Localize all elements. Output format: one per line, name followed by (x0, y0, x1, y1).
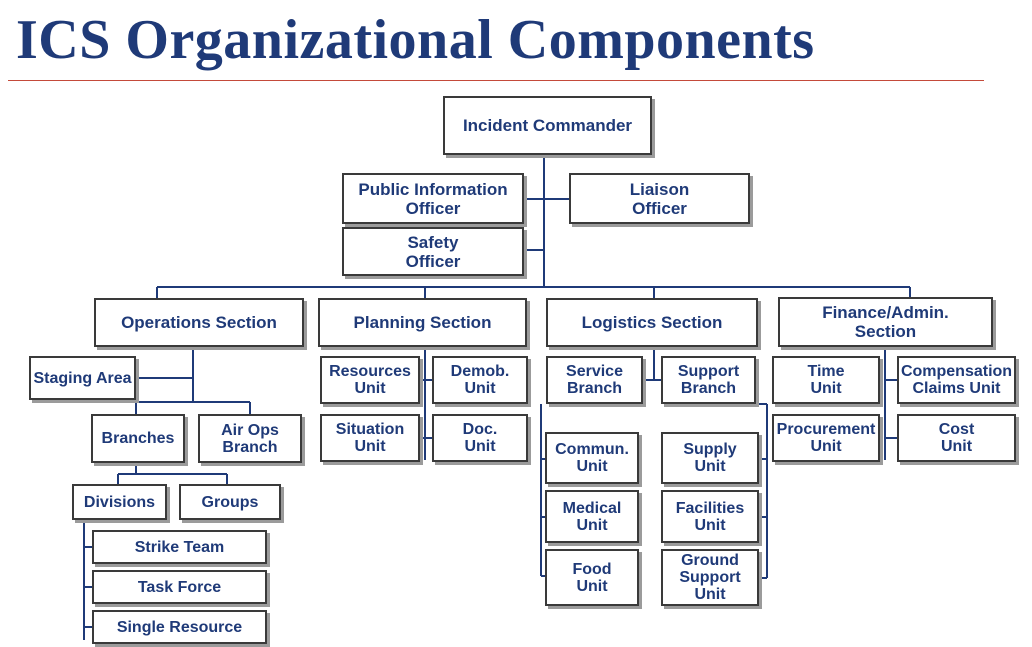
logistics-section-box: Logistics Section (546, 298, 758, 347)
planning-section-box: Planning Section (318, 298, 527, 347)
strike-team-box: Strike Team (92, 530, 267, 564)
resources-unit-box: Resources Unit (320, 356, 420, 404)
staging-area-box: Staging Area (29, 356, 136, 400)
operations-section-box: Operations Section (94, 298, 304, 347)
food-unit-box: Food Unit (545, 549, 639, 606)
service-branch-box: Service Branch (546, 356, 643, 404)
divisions-box: Divisions (72, 484, 167, 520)
facilities-unit-box: Facilities Unit (661, 490, 759, 543)
time-unit-box: Time Unit (772, 356, 880, 404)
air-ops-branch-box: Air Ops Branch (198, 414, 302, 463)
compensation-claims-unit-box: Compensation Claims Unit (897, 356, 1016, 404)
branches-box: Branches (91, 414, 185, 463)
commun-unit-box: Commun. Unit (545, 432, 639, 484)
safety-officer-box: Safety Officer (342, 227, 524, 276)
groups-box: Groups (179, 484, 281, 520)
liaison-officer-box: Liaison Officer (569, 173, 750, 224)
finance-admin-section-box: Finance/Admin. Section (778, 297, 993, 347)
public-information-officer-box: Public Information Officer (342, 173, 524, 224)
ground-support-unit-box: Ground Support Unit (661, 549, 759, 606)
support-branch-box: Support Branch (661, 356, 756, 404)
doc-unit-box: Doc. Unit (432, 414, 528, 462)
medical-unit-box: Medical Unit (545, 490, 639, 543)
page-title: ICS Organizational Components (16, 9, 815, 71)
cost-unit-box: Cost Unit (897, 414, 1016, 462)
supply-unit-box: Supply Unit (661, 432, 759, 484)
procurement-unit-box: Procurement Unit (772, 414, 880, 462)
situation-unit-box: Situation Unit (320, 414, 420, 462)
task-force-box: Task Force (92, 570, 267, 604)
incident-commander-box: Incident Commander (443, 96, 652, 155)
demob-unit-box: Demob. Unit (432, 356, 528, 404)
title-divider (8, 80, 984, 81)
single-resource-box: Single Resource (92, 610, 267, 644)
